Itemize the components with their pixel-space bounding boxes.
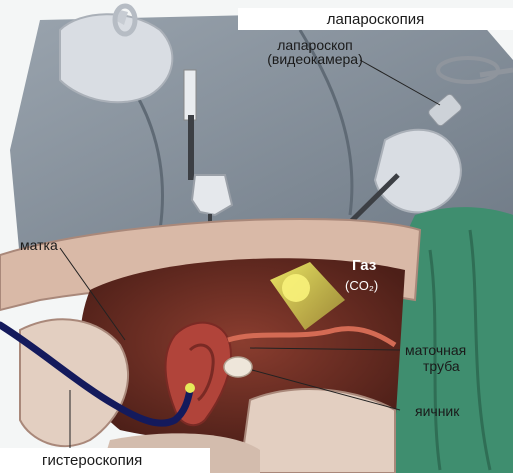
hysteroscopy-label-box: гистероскопия — [0, 448, 210, 473]
laparoscopy-label: лапароскопия — [238, 12, 513, 27]
trocar-shaft — [188, 115, 194, 180]
gas-label: Газ — [352, 258, 376, 273]
fallopian-tube-label-line1: маточная — [405, 343, 505, 358]
trocar-port — [192, 175, 232, 215]
hysteroscopy-label: гистероскопия — [42, 453, 210, 468]
fallopian-tube-label-line2: труба — [423, 359, 460, 374]
laparoscope-label-line2: (видеокамера) — [250, 52, 380, 67]
ovary — [224, 357, 252, 377]
right-gloved-hand — [375, 130, 461, 213]
hysteroscope-light — [185, 383, 195, 393]
ovary-label: яичник — [415, 404, 459, 419]
light-glow — [282, 274, 310, 302]
gas-formula-label: (CO₂) — [345, 278, 378, 293]
sacrum-tissue — [240, 389, 395, 473]
uterus-label: матка — [20, 238, 58, 253]
laparoscopy-title-box: лапароскопия — [238, 8, 513, 30]
trocar-handle — [184, 70, 196, 120]
